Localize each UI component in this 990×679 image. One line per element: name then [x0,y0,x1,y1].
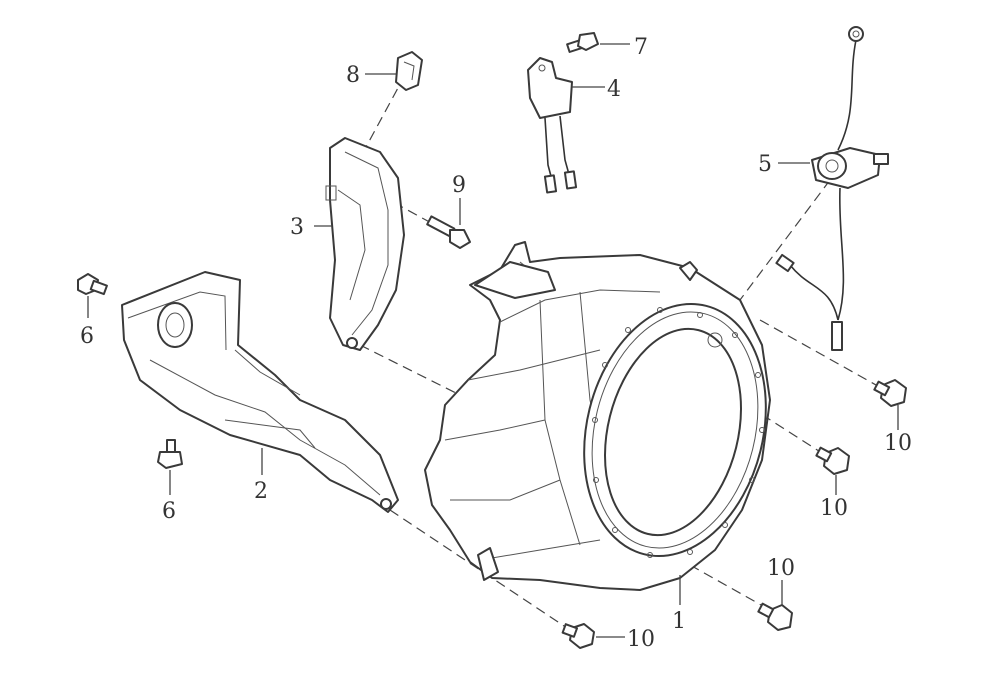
callout-leader-lines [87,43,899,638]
callout-6-top: 6 [80,324,94,349]
bolt-part-10-bottom [561,623,595,649]
callout-labels: 1 2 3 4 5 6 6 7 8 9 10 10 10 10 [80,35,912,652]
callout-6-bottom: 6 [162,499,176,524]
callout-4: 4 [607,77,621,102]
callout-3: 3 [290,215,304,240]
guide-line-bolt-10-bottom [389,509,571,631]
bolt-part-10-right-top [873,379,907,407]
callout-1: 1 [672,609,686,634]
shroud-plate-part-3 [325,137,405,351]
callout-10-right-mid: 10 [820,496,848,521]
callout-10-right-top: 10 [884,431,912,456]
bolt-part-7 [566,32,599,53]
guide-line-bolt-10-right-bottom [689,564,771,611]
bolt-part-10-right-mid [815,446,850,475]
bolt-part-9 [426,215,471,249]
bolt-part-10-right-bottom [757,602,793,631]
guide-line-shroud-3 [359,344,471,401]
guide-line-bolt-9 [379,194,436,226]
connector-part-8 [395,51,423,91]
bolt-part-6-bottom [157,439,183,469]
callout-2: 2 [254,479,268,504]
guide-line-bolt-10-right-top [759,319,886,391]
callout-10-right-bottom: 10 [767,556,795,581]
fan-housing-part-1 [424,241,771,591]
callout-9: 9 [452,173,466,198]
callout-7: 7 [634,35,648,60]
air-guide-part-2 [121,271,399,513]
switch-part-5 [775,26,889,351]
guide-line-part-5 [739,179,831,301]
callout-10-bottom: 10 [627,627,655,652]
bolt-part-6-top [77,273,108,296]
module-part-4 [527,57,578,194]
housing-bolt-holes [592,307,765,558]
callout-8: 8 [346,63,360,88]
callout-5: 5 [758,152,772,177]
